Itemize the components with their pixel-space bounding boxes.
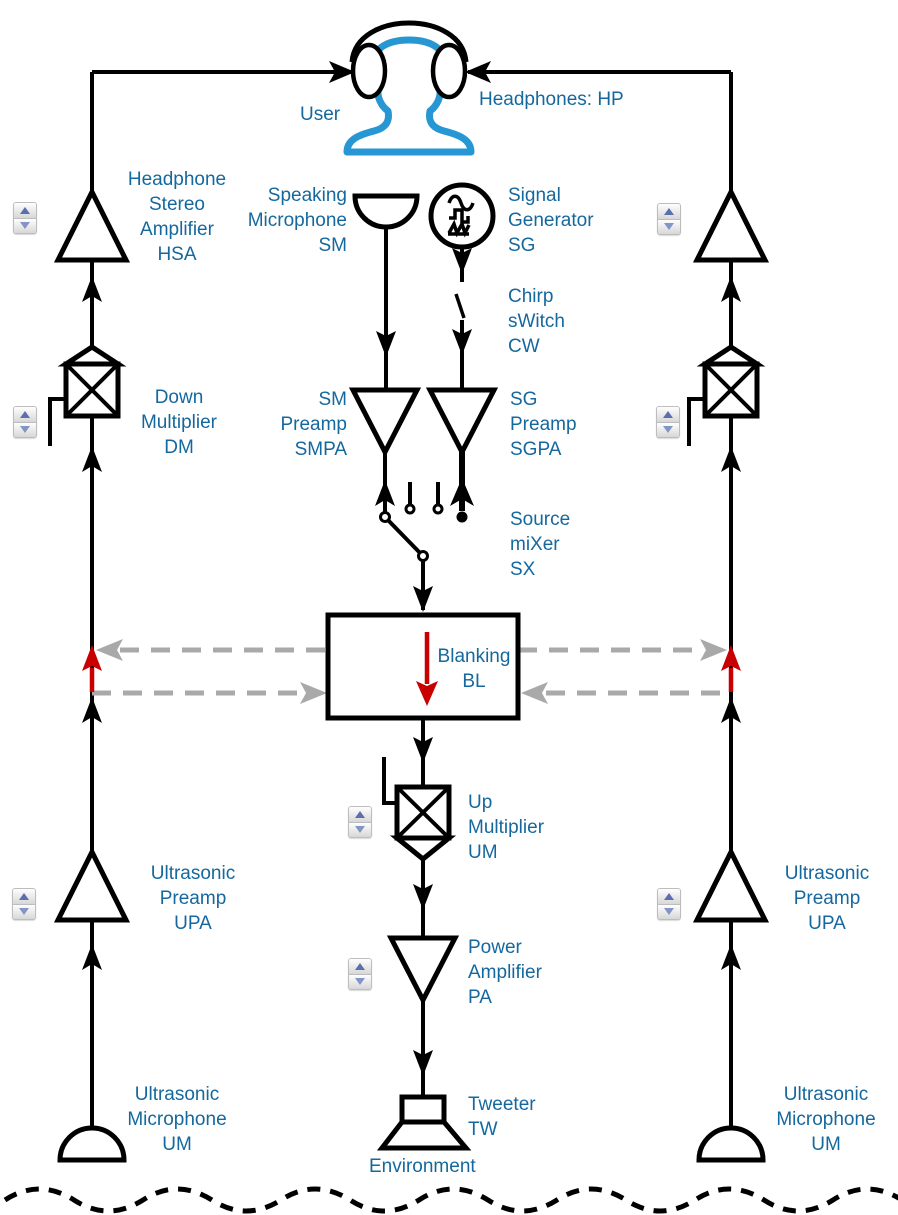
stepper-up-button[interactable]: [657, 407, 679, 423]
label-blanking: Blanking BL: [437, 646, 511, 693]
gain-stepper-right-amplifier: [657, 203, 681, 235]
stepper-up-button[interactable]: [658, 204, 680, 220]
sg-preamp-symbol: [425, 387, 499, 458]
right-down-multiplier-symbol: [687, 344, 766, 446]
gain-stepper-upa-right: [657, 888, 681, 920]
stepper-down-button[interactable]: [14, 218, 36, 233]
stepper-down-button[interactable]: [657, 422, 679, 437]
triangle-up-icon: [20, 206, 30, 214]
triangle-up-icon: [664, 207, 674, 215]
stepper-down-button[interactable]: [349, 974, 371, 989]
label-tweeter: Tweeter TW: [468, 1094, 536, 1141]
stepper-up-button[interactable]: [349, 807, 371, 823]
stepper-down-button[interactable]: [658, 219, 680, 234]
label-user: User: [300, 104, 341, 125]
gain-stepper-hsa: [13, 202, 37, 234]
triangle-up-icon: [19, 892, 29, 900]
triangle-up-icon: [664, 892, 674, 900]
label-power-amplifier: Power Amplifier PA: [468, 937, 542, 1009]
ultrasonic-mic-left-symbol: [57, 1125, 127, 1163]
triangle-down-icon: [664, 908, 674, 916]
stepper-up-button[interactable]: [14, 407, 36, 423]
blanking-box: [325, 612, 521, 721]
triangle-up-icon: [663, 410, 673, 418]
label-signal-generator: Signal Generator SG: [508, 185, 594, 257]
triangle-up-icon: [20, 410, 30, 418]
hsa-amplifier-symbol: [53, 186, 131, 263]
signal-generator-symbol: [428, 182, 496, 250]
power-amplifier-symbol: [386, 935, 460, 1006]
stepper-up-button[interactable]: [14, 203, 36, 219]
stepper-down-button[interactable]: [349, 822, 371, 837]
stepper-up-button[interactable]: [658, 889, 680, 905]
ultrasonic-preamp-left-symbol: [53, 846, 131, 923]
ultrasonic-mic-right-symbol: [696, 1125, 766, 1163]
tweeter-symbol: [376, 1094, 472, 1151]
up-multiplier-symbol: [382, 757, 457, 863]
triangle-down-icon: [355, 826, 365, 834]
triangle-down-icon: [20, 222, 30, 230]
label-up-multiplier: Up Multiplier UM: [468, 792, 545, 864]
triangle-down-icon: [663, 426, 673, 434]
environment-boundary: [3, 1186, 898, 1214]
blanking-link-arrowheads: [96, 639, 727, 704]
label-sg-preamp: SG Preamp SGPA: [510, 389, 577, 461]
blanking-red-arrow-right: [721, 645, 741, 692]
gain-stepper-power-amplifier: [348, 958, 372, 990]
triangle-down-icon: [664, 223, 674, 231]
label-source-mixer: Source miXer SX: [510, 509, 571, 581]
stepper-down-button[interactable]: [14, 422, 36, 437]
label-sm-preamp: SM Preamp SMPA: [280, 389, 347, 461]
headphones-icon: [349, 20, 469, 100]
gain-stepper-up-multiplier: [348, 806, 372, 838]
blanking-control-links: [92, 647, 731, 696]
speaking-mic-symbol: [352, 193, 420, 230]
label-headphone-stereo-amplifier: Headphone Stereo Amplifier HSA: [127, 169, 227, 266]
label-headphones: Headphones: HP: [479, 89, 624, 110]
label-chirp-switch: Chirp sWitch CW: [508, 286, 565, 358]
stepper-up-button[interactable]: [349, 959, 371, 975]
label-ultrasonic-mic-right: Ultrasonic Microphone UM: [776, 1084, 876, 1156]
triangle-down-icon: [20, 426, 30, 434]
sm-preamp-symbol: [348, 387, 422, 458]
label-ultrasonic-mic-left: Ultrasonic Microphone UM: [127, 1084, 227, 1156]
label-down-multiplier: Down Multiplier DM: [140, 387, 218, 459]
right-headphone-amplifier-symbol: [692, 186, 770, 263]
triangle-up-icon: [355, 962, 365, 970]
label-ultrasonic-preamp-right: Ultrasonic Preamp UPA: [784, 863, 870, 935]
gain-stepper-down-multiplier: [13, 406, 37, 438]
label-environment: Environment: [369, 1156, 476, 1177]
gain-stepper-right-multiplier: [656, 406, 680, 438]
triangle-up-icon: [355, 810, 365, 818]
stepper-up-button[interactable]: [13, 889, 35, 905]
blanking-red-arrow-left: [82, 645, 102, 692]
chirp-switch-symbol: [454, 293, 466, 319]
triangle-down-icon: [355, 978, 365, 986]
ultrasonic-preamp-right-symbol: [692, 846, 770, 923]
gain-stepper-upa-left: [12, 888, 36, 920]
label-ultrasonic-preamp-left: Ultrasonic Preamp UPA: [150, 863, 236, 935]
label-speaking-microphone: Speaking Microphone SM: [247, 185, 347, 257]
stepper-down-button[interactable]: [658, 904, 680, 919]
triangle-down-icon: [19, 908, 29, 916]
down-multiplier-symbol: [48, 344, 127, 446]
stepper-down-button[interactable]: [13, 904, 35, 919]
source-mixer-symbol: [379, 503, 468, 562]
flow-arrowheads: [82, 61, 741, 1076]
